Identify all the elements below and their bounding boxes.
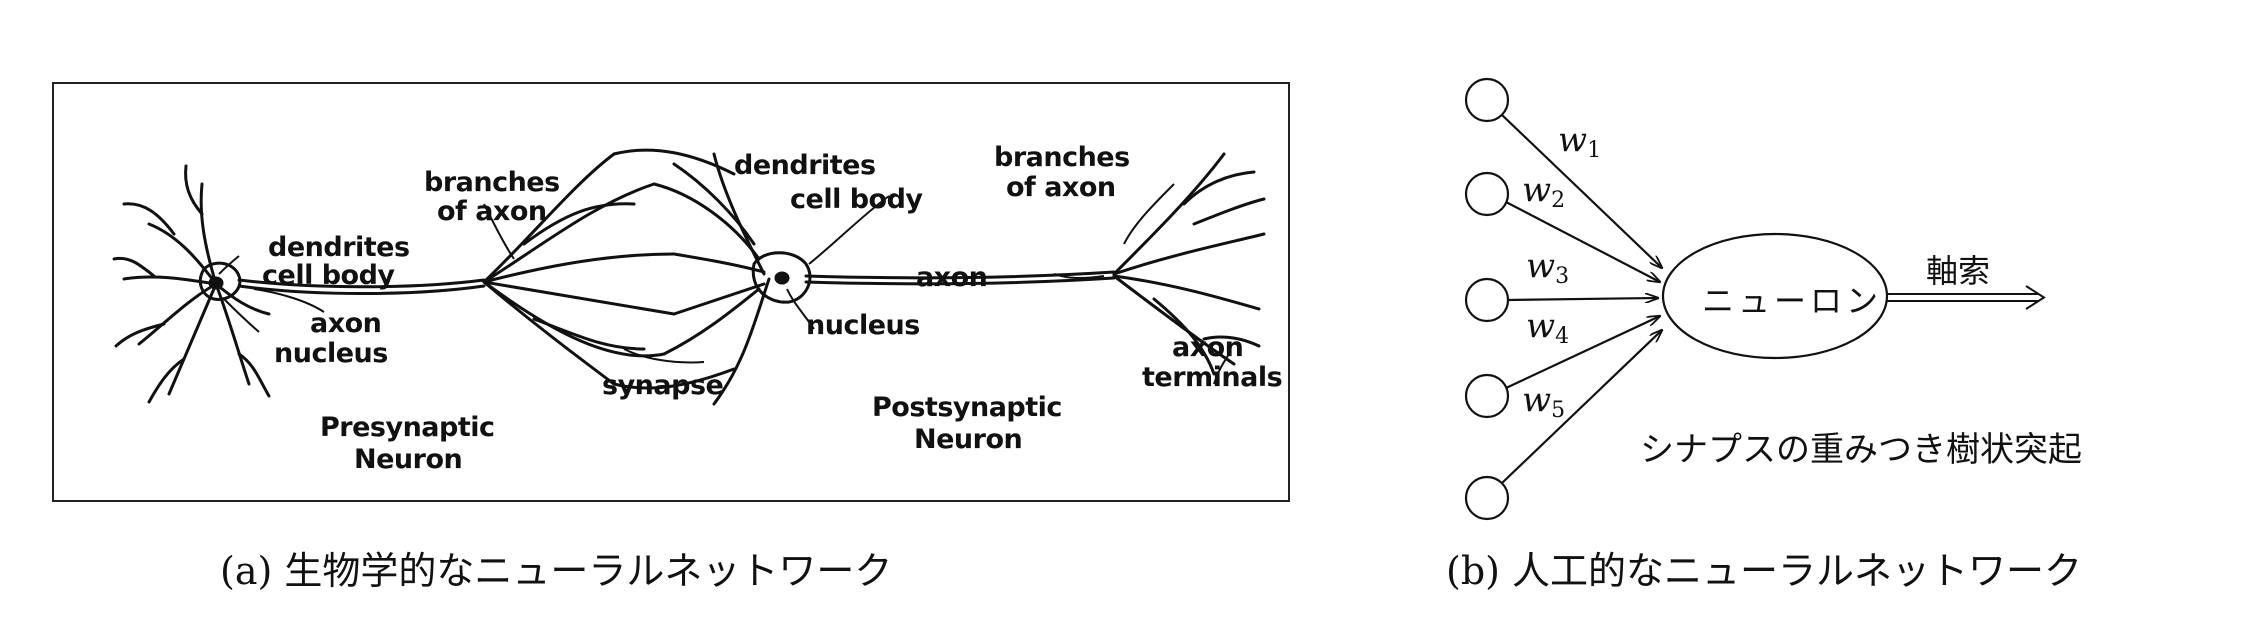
- label-nucleus-left: nucleus: [274, 338, 388, 369]
- input-node-1: [1464, 77, 1510, 123]
- input-node-5: [1464, 475, 1510, 521]
- biological-neuron-diagram: dendrites cell body axon nucleus branche…: [52, 82, 1290, 502]
- axon-label: 軸索: [1926, 252, 1991, 290]
- label-axon-right: axon: [916, 262, 988, 293]
- label-cell-body-right: cell body: [790, 184, 923, 215]
- label-postsynaptic: Postsynaptic: [872, 392, 1062, 423]
- label-presynaptic: Presynaptic: [320, 412, 495, 443]
- label-postsynaptic-neuron: Neuron: [914, 424, 1023, 455]
- input-node-4: [1464, 373, 1510, 419]
- caption-figure-b: (b) 人工的なニューラルネットワーク: [1446, 549, 2083, 593]
- label-dendrites-left: dendrites: [268, 232, 410, 263]
- input-node-3: [1464, 277, 1510, 323]
- input-node-2: [1464, 171, 1510, 217]
- caption-figure-a: (a) 生物学的なニューラルネットワーク: [220, 549, 893, 593]
- weight-label-3: w3: [1526, 246, 1570, 289]
- artificial-neuron-drawing: [1464, 77, 2046, 521]
- label-axon-left: axon: [310, 308, 382, 339]
- label-nucleus-right: nucleus: [806, 310, 920, 341]
- label-presynaptic-neuron: Neuron: [354, 444, 463, 475]
- label-synapse: synapse: [602, 370, 724, 401]
- neuron-ellipse: [1661, 232, 1889, 360]
- label-axon-terminals-1: axon: [1172, 332, 1244, 363]
- artificial-neuron-diagram: w1 w2 w3 w4 w5 ニューロン 軸索 シナプスの重みつき樹状突起: [1440, 60, 2260, 530]
- weight-label-5: w5: [1522, 380, 1566, 423]
- neuron-label: ニューロン: [1702, 282, 1883, 320]
- label-cell-body-left: cell body: [262, 260, 395, 291]
- biological-neuron-drawing: [112, 148, 1266, 406]
- weight-label-2: w2: [1522, 170, 1566, 213]
- label-dendrites-right: dendrites: [734, 150, 876, 181]
- label-branches-right-1: branches: [994, 142, 1130, 173]
- label-branches-left-1: branches: [424, 167, 560, 198]
- label-axon-terminals-2: terminals: [1142, 362, 1283, 393]
- weight-label-1: w1: [1558, 120, 1602, 163]
- weight-label-4: w4: [1526, 306, 1570, 349]
- label-branches-left-2: of axon: [437, 196, 547, 227]
- weighted-dendrites-label: シナプスの重みつき樹状突起: [1640, 430, 2082, 470]
- label-branches-right-2: of axon: [1006, 172, 1116, 203]
